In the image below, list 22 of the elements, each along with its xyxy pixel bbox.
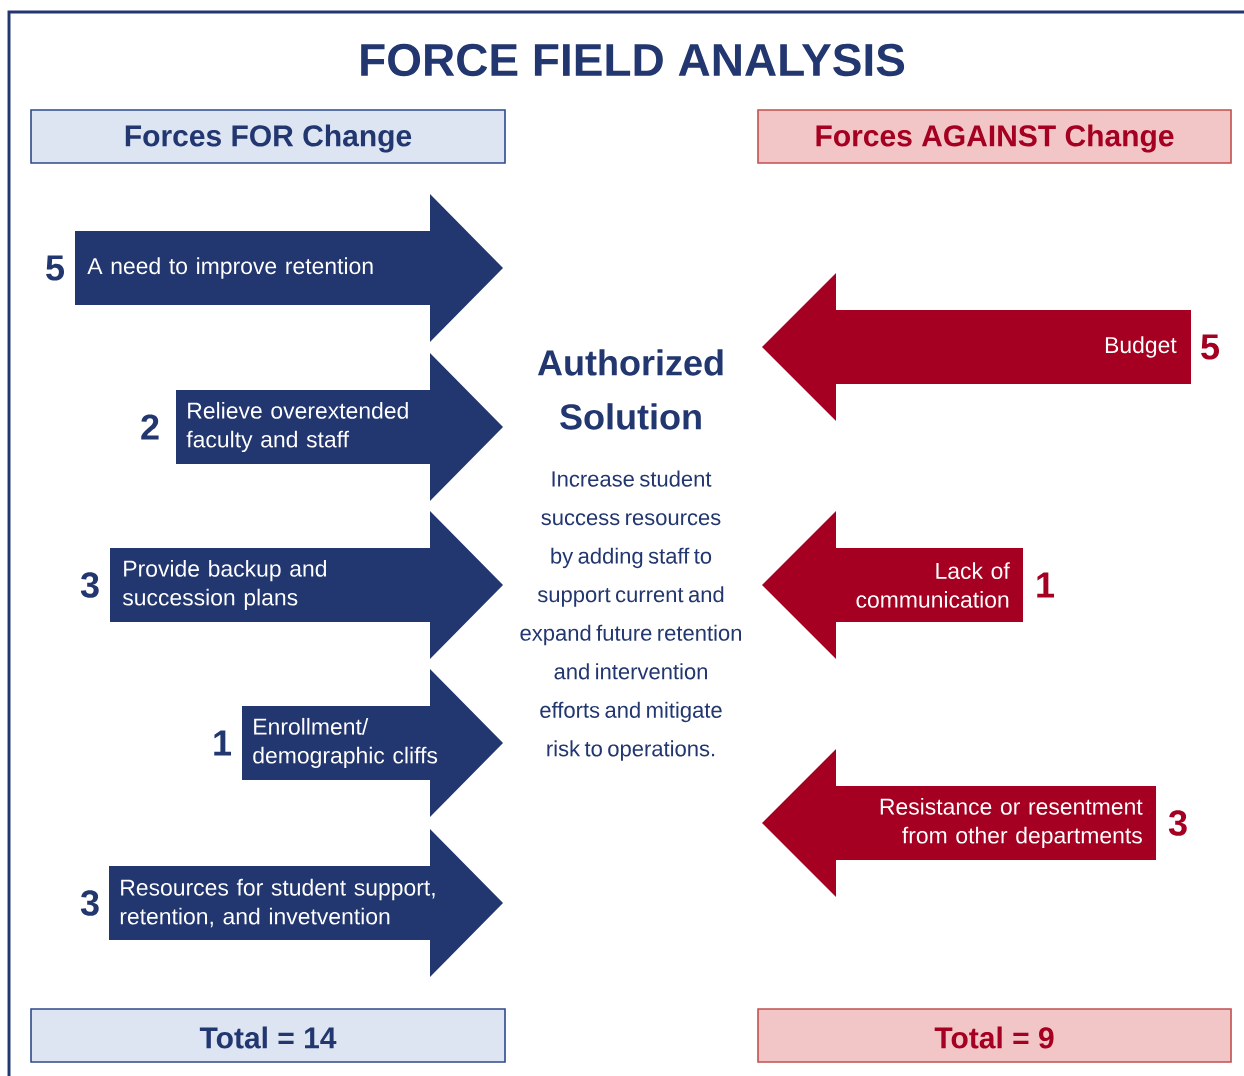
force-banner: Resources for student support, retention, and invetvention [109, 829, 503, 977]
force-score: 5 [46, 255, 65, 281]
force-banner: A need to improve retention [75, 194, 503, 342]
header-box: Forces FOR Change [30, 109, 506, 164]
force-score: 3 [80, 890, 99, 916]
force-banner: Enrollment/ demographic cliffs [242, 669, 503, 817]
force-banner: Provide backup and succession plans [110, 511, 503, 659]
force-banner: Relieve overextended faculty and staff [176, 353, 503, 501]
title: FORCE FIELD ANALYSIS [361, 43, 905, 77]
header-box: Total = 9 [757, 1008, 1232, 1063]
header-box: Forces AGAINST Change [757, 109, 1232, 164]
force-banner: Lack of communication [762, 511, 1023, 659]
force-banner: Budget [762, 273, 1191, 421]
force-banner: Resistance or resentment from other departments [762, 749, 1156, 897]
header-box: Total = 14 [30, 1008, 506, 1063]
force-score: 5 [1201, 334, 1220, 360]
force-score: 1 [1037, 572, 1055, 598]
force-score: 3 [80, 572, 99, 598]
force-score: 2 [141, 414, 159, 440]
force-score: 1 [214, 730, 232, 756]
force-score: 3 [1168, 810, 1187, 836]
solution-text: Authorized Solution Increase student success resources by adding staff to support current and expand future retention and intervention efforts and mitigate risk to operations. [520, 349, 741, 761]
